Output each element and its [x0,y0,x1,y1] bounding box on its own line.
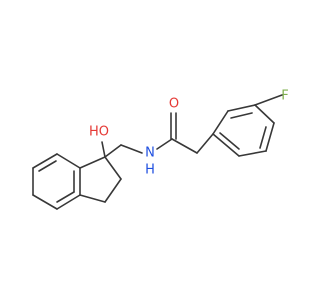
fluorophenyl-bond-6 [212,133,240,157]
fluorophenyl-bond-1 [212,110,229,135]
methylene-aryl-bond [196,133,214,154]
fluorine-bond [254,94,283,106]
fluorophenyl-bond-4 [265,122,275,152]
indane-benzene-bond-1 [32,153,58,169]
fluorophenyl-bond-2 [227,104,256,112]
c1-oxygen-bond [101,141,106,158]
amide-hydrogen-label: H [145,163,155,178]
fluorophenyl-inner-bond-1 [230,112,253,119]
hydroxyl-oxygen-label: HO [89,125,109,140]
indane-benzene-bond-6 [56,153,81,169]
fluorophenyl-bond-5 [238,150,267,157]
indane-benzene-inner-bond-1 [38,160,57,172]
indane-benzene-inner-bond-2 [56,191,75,203]
amide-nitrogen-label: N [145,146,155,161]
indane-five-ring-bond-4 [79,194,106,203]
indane-five-ring-bond-3 [104,178,122,203]
c1-methylene-bond [104,144,122,158]
nitrogen-carbonyl-bond [156,138,173,150]
carbonyl-methylene-bond [171,138,198,154]
methylene-nitrogen-bond [120,144,143,154]
indane-benzene-bond-4 [56,194,81,210]
chemical-structure-diagram: HO N H O F [32,89,289,210]
fluorophenyl-inner-bond-3 [219,132,240,150]
carbonyl-oxygen-label: O [169,97,179,112]
indane-benzene-bond-3 [32,194,58,210]
fluorophenyl-inner-bond-2 [259,126,267,149]
fluorophenyl-bond-3 [254,104,275,124]
indane-five-ring-bond-2 [104,156,122,180]
fluorine-label: F [281,89,288,104]
indane-five-ring-bond-1 [79,156,106,169]
